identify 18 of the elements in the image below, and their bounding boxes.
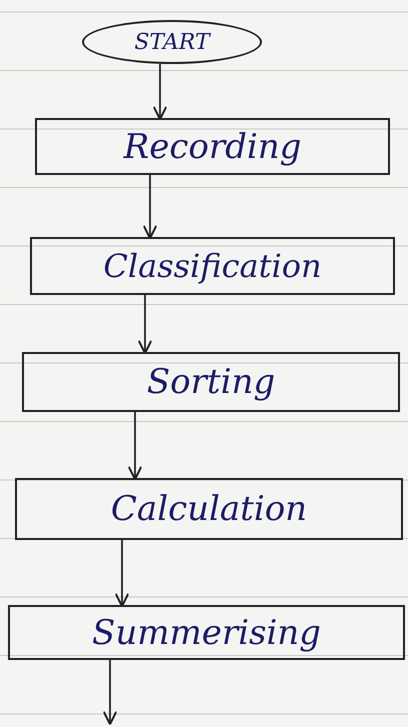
step-label: START — [134, 30, 210, 54]
arrow — [102, 660, 118, 726]
arrow — [142, 175, 158, 240]
arrow — [128, 412, 142, 480]
arrow — [138, 295, 152, 354]
step-label: Summerising — [92, 612, 321, 652]
start-ellipse — [82, 20, 262, 64]
arrow — [114, 540, 130, 608]
process-box — [30, 237, 395, 295]
step-label: Classification — [103, 247, 322, 285]
process-box — [22, 352, 400, 412]
arrow — [152, 64, 168, 120]
process-box — [35, 118, 390, 175]
step-label: Sorting — [146, 362, 276, 402]
process-box — [8, 605, 405, 660]
step-label: Recording — [124, 126, 302, 166]
step-label: Calculation — [110, 489, 308, 529]
process-box — [15, 478, 403, 540]
